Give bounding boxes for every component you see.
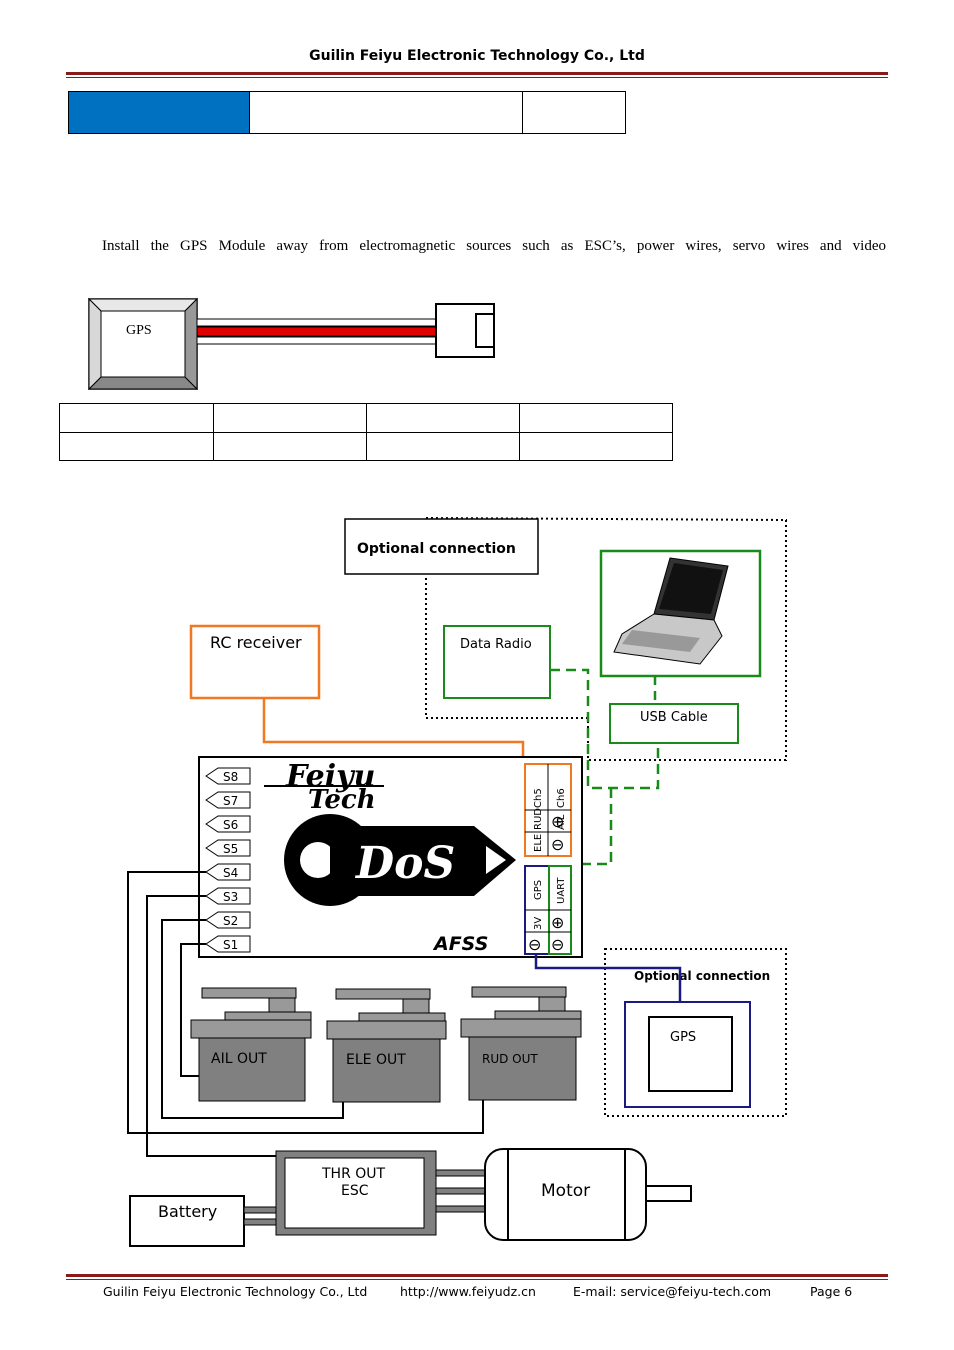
footer-rule — [66, 1274, 888, 1277]
table-cell — [366, 403, 520, 433]
body-paragraph: Install the GPS Module away from electro… — [102, 238, 886, 254]
brand-feiyu: Feiyu — [285, 759, 375, 794]
rud-out-label: RUD OUT — [482, 1052, 538, 1066]
table-cell — [59, 432, 214, 461]
header-rule — [66, 72, 888, 75]
port-s4: S4 — [205, 863, 251, 881]
port-s7: S7 — [205, 791, 251, 809]
optional-connection-label: Optional connection — [357, 541, 516, 557]
brand-tech: Tech — [308, 785, 376, 815]
motor-label: Motor — [541, 1181, 590, 1201]
port-minus: ⊖ — [551, 835, 564, 854]
ele-out-label: ELE OUT — [346, 1052, 406, 1068]
table-cell — [213, 432, 367, 461]
svg-text:S4: S4 — [223, 866, 238, 880]
svg-text:S2: S2 — [223, 914, 238, 928]
thr-out-label: THR OUT — [321, 1166, 386, 1182]
footer-url[interactable]: http://www.feiyudz.cn — [400, 1284, 536, 1299]
port-s1: S1 — [205, 935, 251, 953]
svg-text:S5: S5 — [223, 842, 238, 856]
port-s5: S5 — [205, 839, 251, 857]
servo-rud: RUD OUT — [460, 986, 582, 1101]
port-s6: S6 — [205, 815, 251, 833]
table-cell — [519, 432, 673, 461]
port-s2: S2 — [205, 911, 251, 929]
port-s3: S3 — [205, 887, 251, 905]
gps-box-label: GPS — [670, 1030, 696, 1045]
data-radio-label: Data Radio — [460, 637, 532, 652]
footer-email[interactable]: E-mail: service@feiyu-tech.com — [573, 1284, 772, 1299]
svg-text:S7: S7 — [223, 794, 238, 808]
svg-text:S1: S1 — [223, 938, 238, 952]
rc-receiver-label: RC receiver — [210, 633, 302, 652]
table-cell — [366, 432, 520, 461]
port-gps: GPS — [533, 880, 544, 900]
port-minus-uart: ⊖ — [551, 935, 564, 954]
svg-text:S3: S3 — [223, 890, 238, 904]
port-ch5: Ch5 — [533, 788, 544, 808]
port-plus: ⊕ — [551, 812, 564, 831]
ail-out-label: AIL OUT — [211, 1051, 267, 1067]
svg-text:DoS: DoS — [354, 838, 455, 889]
optional-connection-gps-label: Optional connection — [634, 969, 770, 983]
esc-label: ESC — [341, 1183, 369, 1199]
port-ail: AIL — [556, 814, 567, 830]
svg-text:S8: S8 — [223, 770, 238, 784]
usb-cable-label: USB Cable — [640, 710, 708, 725]
laptop-icon — [613, 557, 729, 665]
port-plus-uart: ⊕ — [551, 913, 564, 932]
footer-page: Page 6 — [810, 1284, 853, 1299]
table-cell-blue — [68, 91, 250, 134]
gps-module-illustration: GPS — [87, 297, 495, 391]
header-rule-thin — [66, 77, 888, 78]
port-rud: RUD — [533, 808, 544, 830]
table-cell — [59, 403, 214, 433]
port-s8: S8 — [205, 767, 251, 785]
port-3v: 3V — [533, 917, 544, 930]
battery-label: Battery — [158, 1202, 217, 1221]
svg-text:S6: S6 — [223, 818, 238, 832]
port-minus-gps: ⊖ — [528, 935, 541, 954]
servo-ele: ELE OUT — [326, 988, 447, 1103]
header-company: Guilin Feiyu Electronic Technology Co., … — [309, 48, 645, 64]
table-cell — [213, 403, 367, 433]
servo-ail: AIL OUT — [190, 987, 312, 1102]
footer-company: Guilin Feiyu Electronic Technology Co., … — [103, 1284, 368, 1299]
gps-module-label: GPS — [126, 323, 152, 338]
model-label: AFSS — [432, 933, 488, 955]
table-cell — [522, 91, 626, 134]
table-cell — [519, 403, 673, 433]
wiring-diagram: Optional connection USB Cable Data Radio… — [127, 517, 787, 1247]
servo-ports: S8 S7 S6 S5 S4 S3 S2 S1 — [205, 767, 251, 953]
port-ch6: Ch6 — [556, 788, 567, 808]
footer-rule-thin — [66, 1279, 888, 1280]
table-cell — [249, 91, 523, 134]
port-uart: UART — [556, 877, 567, 904]
dos-logo: DoS — [284, 814, 516, 906]
port-ele-thr: ELE — [533, 834, 544, 852]
